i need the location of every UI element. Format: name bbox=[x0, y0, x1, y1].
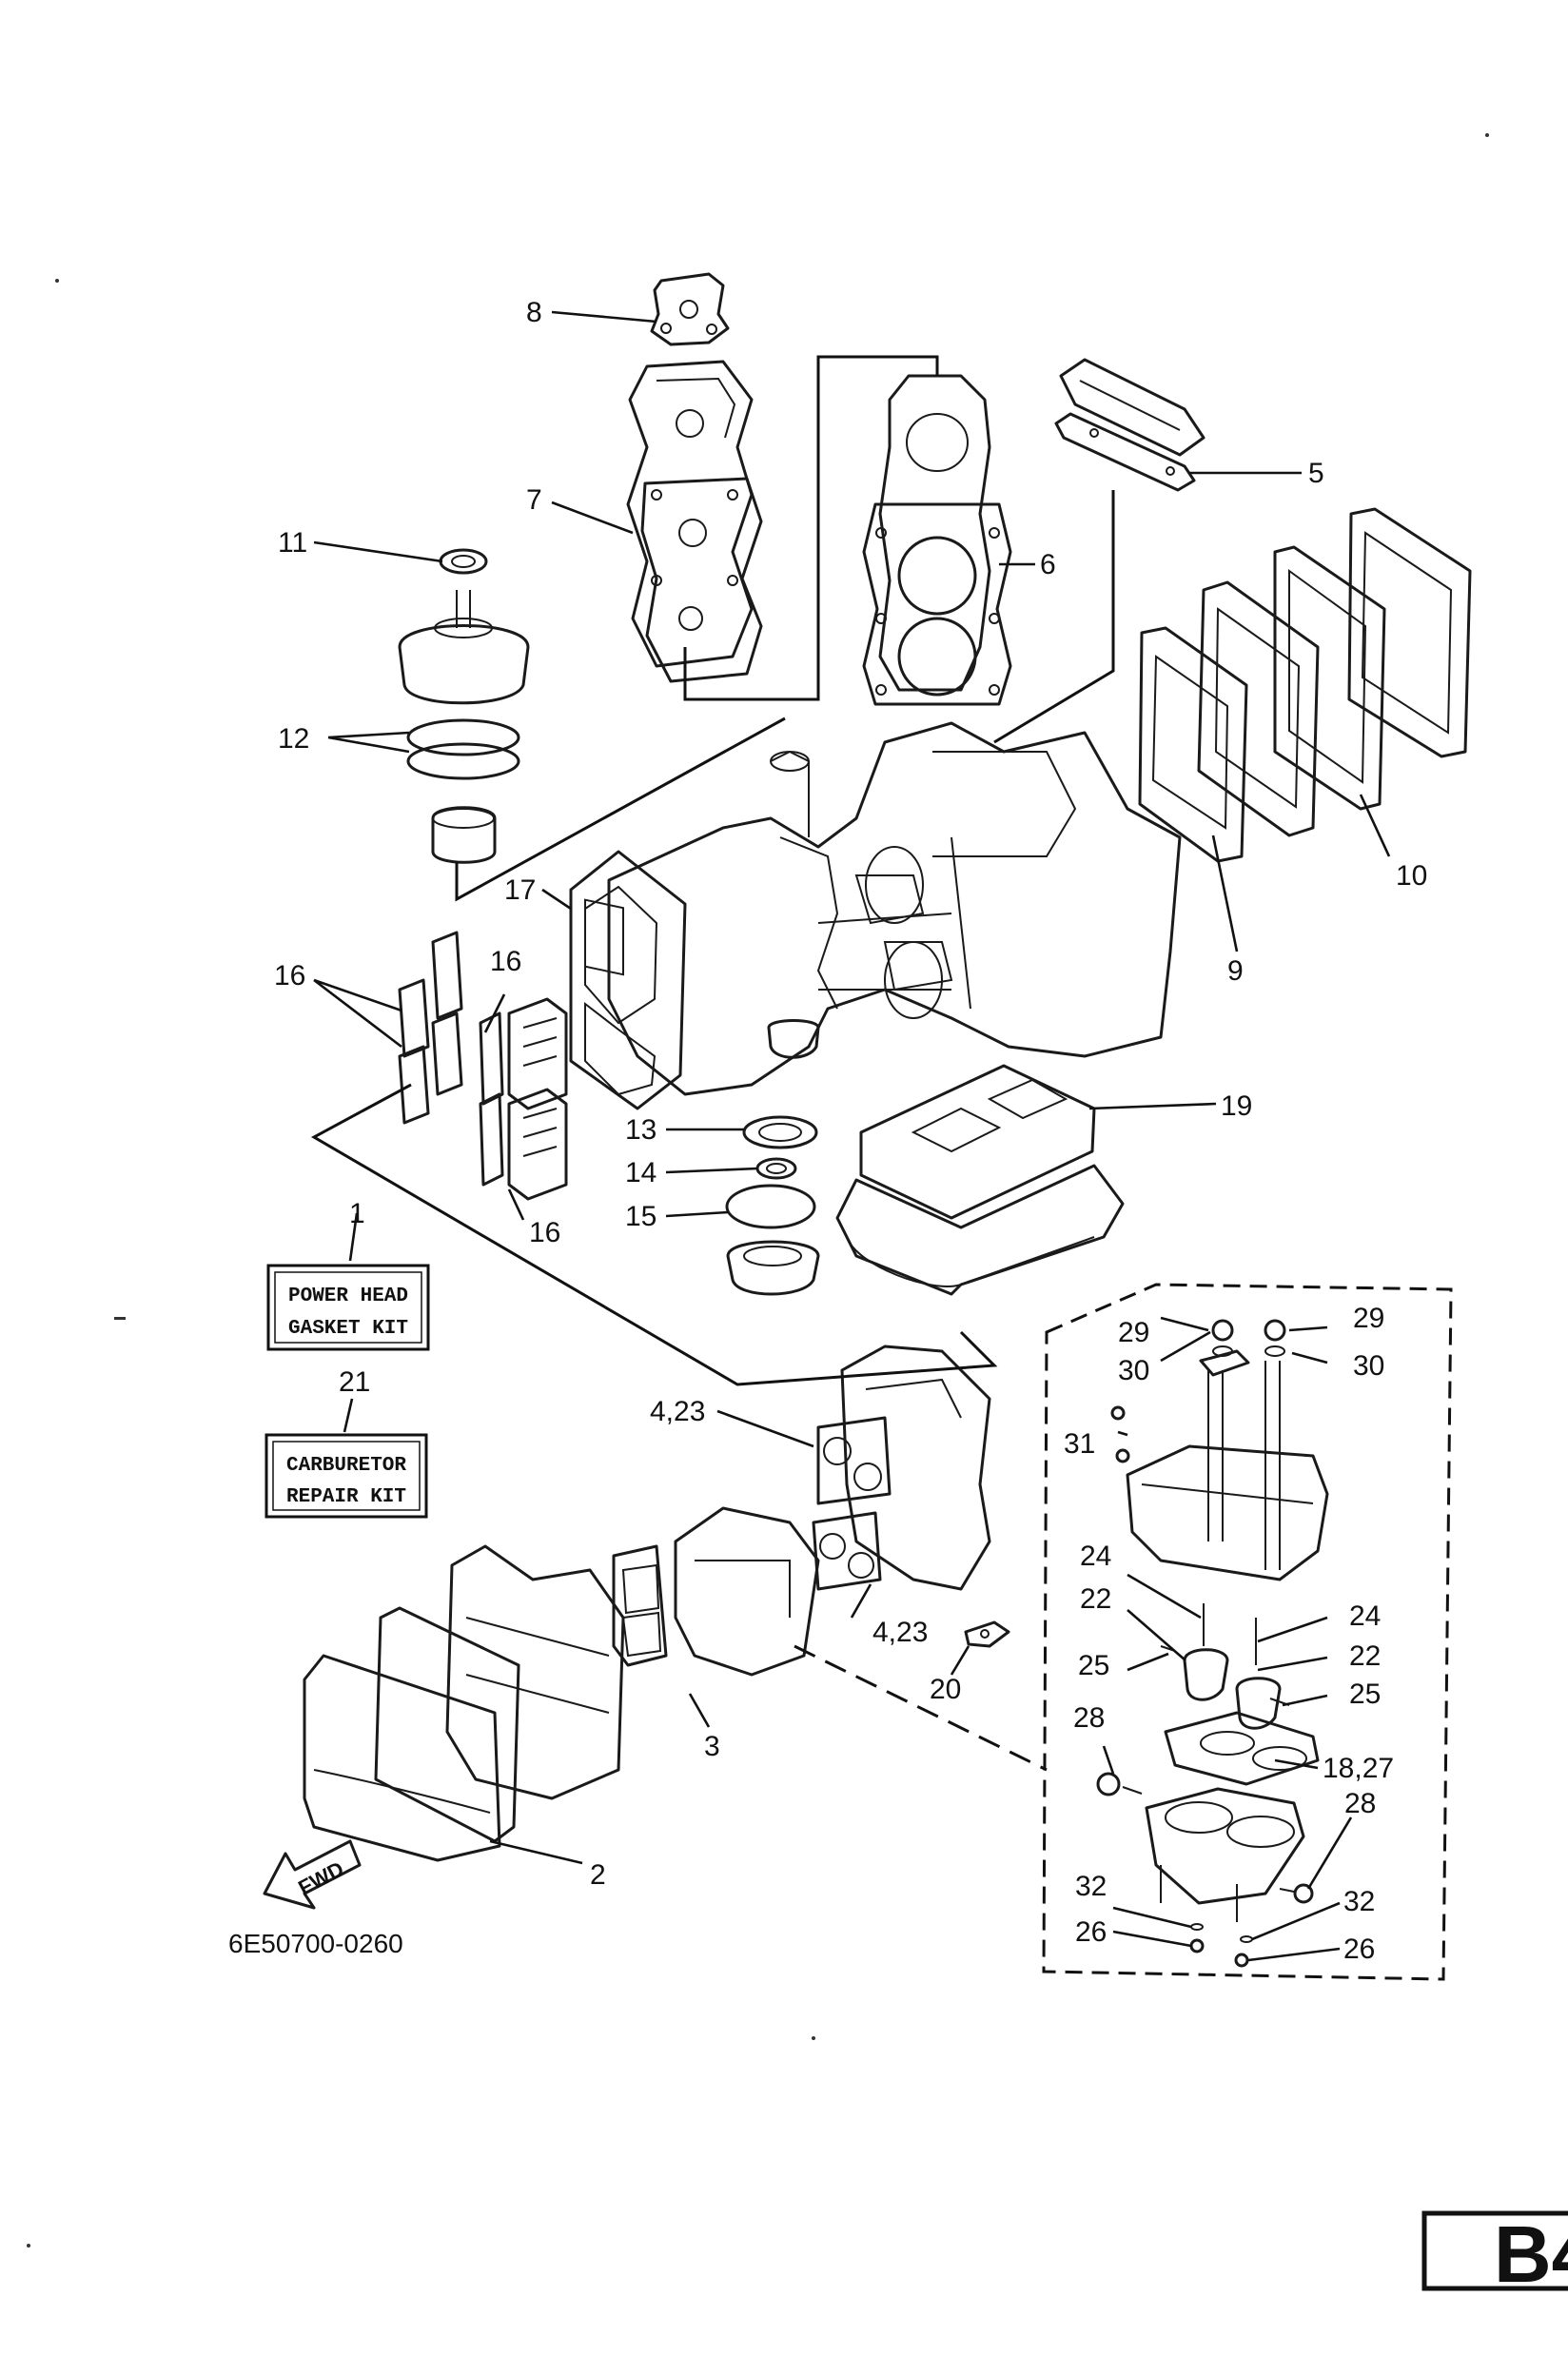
callout-4-23-b: 4,23 bbox=[872, 1617, 928, 1648]
callout-32b: 32 bbox=[1343, 1886, 1375, 1917]
callout-20: 20 bbox=[930, 1674, 961, 1705]
kit-line-2: GASKET KIT bbox=[288, 1318, 408, 1340]
callout-1: 1 bbox=[349, 1198, 365, 1229]
page-tab: B4 bbox=[1421, 2209, 1568, 2299]
kit-line-1: CARBURETOR bbox=[286, 1455, 406, 1477]
callout-10: 10 bbox=[1396, 860, 1427, 892]
callout-14: 14 bbox=[625, 1157, 657, 1188]
part-17-gasket bbox=[569, 850, 687, 1110]
part-2-3-silencer bbox=[303, 1544, 625, 1862]
part-20-gasket bbox=[964, 1620, 1010, 1648]
kit-line-1: POWER HEAD bbox=[288, 1286, 408, 1307]
scan-specks bbox=[27, 133, 1489, 2248]
leader-lines bbox=[313, 310, 1391, 1962]
fwd-arrow-icon: FWD bbox=[263, 1839, 362, 1910]
callout-numbers: 8 7 11 12 5 6 10 9 17 16 16 16 13 14 15 … bbox=[274, 297, 1427, 1965]
callout-32a: 32 bbox=[1075, 1871, 1107, 1902]
callout-11: 11 bbox=[278, 527, 307, 559]
page-tab-label: B4 bbox=[1494, 2209, 1568, 2299]
callout-18-27: 18,27 bbox=[1323, 1753, 1394, 1784]
callout-24a: 24 bbox=[1080, 1541, 1111, 1572]
callout-12: 12 bbox=[278, 723, 309, 755]
callout-2: 2 bbox=[590, 1859, 606, 1891]
callout-28b: 28 bbox=[1344, 1788, 1376, 1819]
callout-30a: 30 bbox=[1118, 1355, 1149, 1386]
callout-5: 5 bbox=[1308, 458, 1324, 489]
callout-16c: 16 bbox=[529, 1217, 560, 1248]
callout-22b: 22 bbox=[1349, 1640, 1381, 1672]
callout-24b: 24 bbox=[1349, 1600, 1381, 1632]
part-16-reed-valves bbox=[398, 931, 568, 1201]
callout-8: 8 bbox=[526, 297, 542, 328]
callout-17: 17 bbox=[504, 874, 536, 906]
callout-16a: 16 bbox=[274, 960, 305, 991]
svg-text:FWD: FWD bbox=[294, 1856, 347, 1900]
callout-25a: 25 bbox=[1078, 1650, 1109, 1681]
part-7-head-cover bbox=[626, 360, 763, 683]
callout-29b: 29 bbox=[1353, 1303, 1384, 1334]
callout-7: 7 bbox=[526, 484, 542, 516]
part-4-23-carb-body bbox=[612, 1345, 991, 1677]
callout-22a: 22 bbox=[1080, 1583, 1111, 1615]
callout-16b: 16 bbox=[490, 946, 521, 977]
callout-25b: 25 bbox=[1349, 1679, 1381, 1710]
power-head-gasket-kit-label: POWER HEAD GASKET KIT bbox=[266, 1264, 430, 1351]
part-8-cover bbox=[650, 272, 730, 346]
callout-28a: 28 bbox=[1073, 1702, 1105, 1734]
part-5-exhaust-cover bbox=[1054, 358, 1205, 492]
crankcase-block bbox=[607, 721, 1182, 1096]
callout-31: 31 bbox=[1064, 1428, 1095, 1460]
callout-26a: 26 bbox=[1075, 1916, 1107, 1948]
group-lines bbox=[310, 355, 1453, 1981]
callout-26b: 26 bbox=[1343, 1934, 1375, 1965]
callout-9: 9 bbox=[1227, 955, 1244, 987]
callout-13: 13 bbox=[625, 1114, 657, 1146]
callout-3: 3 bbox=[704, 1731, 720, 1762]
part-9-10-intake-plates bbox=[1138, 507, 1472, 863]
callout-29a: 29 bbox=[1118, 1317, 1149, 1348]
part-11-12-seals bbox=[398, 548, 530, 864]
callout-15: 15 bbox=[625, 1201, 657, 1232]
carburetor-repair-kit-label: CARBURETOR REPAIR KIT bbox=[265, 1433, 428, 1519]
part-13-14-15-seals bbox=[725, 1019, 820, 1296]
part-6-cylinder-head bbox=[862, 374, 1012, 706]
callout-19: 19 bbox=[1221, 1090, 1252, 1122]
callout-30b: 30 bbox=[1353, 1350, 1384, 1382]
carburetor-detail-parts bbox=[1096, 1319, 1329, 1968]
callout-21: 21 bbox=[339, 1366, 370, 1398]
callout-4-23-a: 4,23 bbox=[650, 1396, 705, 1427]
callout-6: 6 bbox=[1040, 549, 1056, 580]
part-19-base-gasket bbox=[835, 1064, 1125, 1296]
diagram-code: 6E50700-0260 bbox=[228, 1929, 403, 1958]
kit-line-2: REPAIR KIT bbox=[286, 1486, 406, 1508]
